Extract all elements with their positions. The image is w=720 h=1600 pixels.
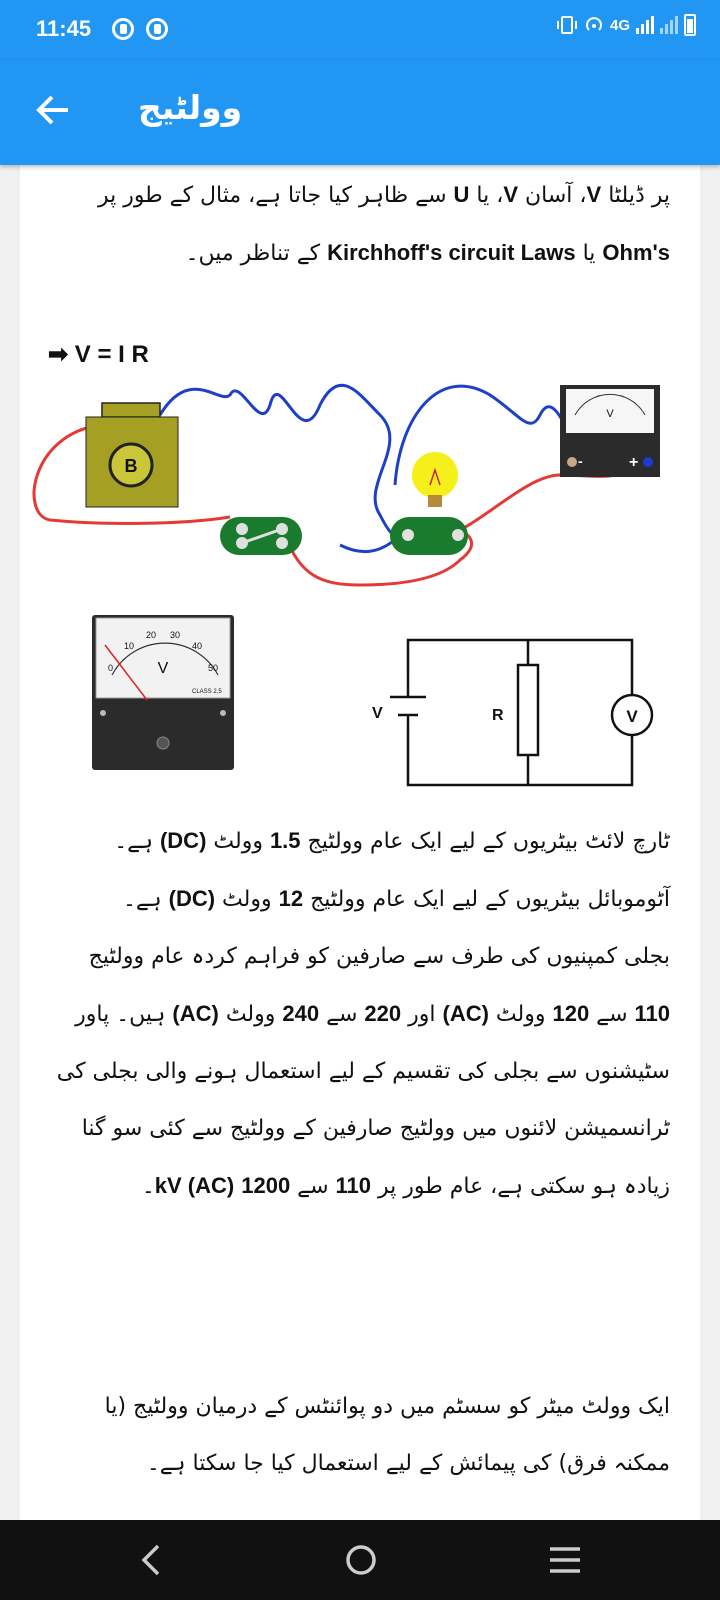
value: 1200 bbox=[241, 1173, 291, 1198]
app-bar: وولٹیج bbox=[0, 60, 720, 165]
text-span: سے bbox=[589, 1002, 635, 1027]
text-span: ہے۔ bbox=[122, 887, 169, 912]
text-span: وولٹ bbox=[215, 887, 279, 912]
text-span: بجلی کمپنیوں کی طرف سے صارفین کو فراہم ک… bbox=[88, 944, 670, 969]
text-span: یا bbox=[575, 241, 603, 266]
nav-back-icon bbox=[141, 1544, 160, 1576]
vibrate-icon bbox=[556, 16, 577, 34]
navigation-bar bbox=[0, 1520, 720, 1600]
kirchhoff-label: Kirchhoff's circuit Laws bbox=[327, 240, 576, 265]
page-title: وولٹیج bbox=[138, 88, 243, 127]
text-span: ، آسان bbox=[518, 183, 587, 208]
value: (DC) bbox=[168, 886, 216, 911]
text-span: وولٹ bbox=[488, 1002, 553, 1027]
text-span: ہیں۔ پاور سٹیشنوں سے بجلی کی تقسیم کے لی… bbox=[56, 1002, 670, 1199]
schematic-r-label: R bbox=[492, 707, 504, 724]
meter-class: CLASS 2.5 bbox=[192, 689, 222, 695]
value: 12 bbox=[278, 886, 304, 911]
circuit-illustration: B V - + bbox=[32, 383, 660, 787]
meter-tick-10: 10 bbox=[124, 641, 134, 651]
value: 1.5 bbox=[269, 828, 301, 853]
notification-app-icon bbox=[146, 18, 168, 40]
circuit-schematic bbox=[390, 638, 654, 787]
text-span: سے ظاہر کیا جاتا ہے، مثال کے طور پر bbox=[97, 183, 454, 208]
red-wire bbox=[283, 528, 473, 587]
meter-tick-20: 20 bbox=[146, 630, 156, 640]
value: (AC) bbox=[172, 1001, 219, 1026]
value: (DC) bbox=[159, 828, 207, 853]
meter-tick-0: 0 bbox=[108, 663, 113, 673]
small-voltmeter: V - + bbox=[560, 385, 660, 477]
meter-unit: V bbox=[158, 660, 169, 677]
text-span: ٹارچ لائٹ بیٹریوں کے لیے ایک عام وولٹیج bbox=[300, 829, 670, 854]
value: (AC) bbox=[442, 1001, 489, 1026]
back-button[interactable] bbox=[32, 88, 76, 132]
content-card: پر ڈیلٹا V، آسان V، یا U سے ظاہر کیا جات… bbox=[20, 160, 700, 1520]
voltmeter-paragraph: ایک وولٹ میٹر کو سسٹم میں دو پوائنٹس کے … bbox=[104, 1394, 670, 1476]
intro-paragraph: پر ڈیلٹا V، آسان V، یا U سے ظاہر کیا جات… bbox=[20, 166, 700, 282]
network-type: 4G bbox=[609, 16, 630, 34]
value: 120 bbox=[552, 1001, 590, 1026]
red-wire bbox=[32, 423, 231, 525]
voltage-examples-paragraph: ٹارچ لائٹ بیٹریوں کے لیے ایک عام وولٹیج … bbox=[20, 812, 700, 1215]
text-span: پر ڈیلٹا bbox=[601, 183, 670, 208]
nav-back-button[interactable] bbox=[126, 1538, 176, 1582]
text-span: وولٹ bbox=[206, 829, 270, 854]
minus-terminal-label: - bbox=[578, 453, 583, 469]
battery-label: B bbox=[125, 456, 138, 476]
signal-icon bbox=[636, 16, 654, 34]
plus-terminal-label: + bbox=[629, 454, 638, 471]
symbol-u: U bbox=[453, 182, 470, 207]
meter-tick-30: 30 bbox=[170, 630, 180, 640]
large-voltmeter: 0 10 20 30 40 50 V CLASS 2.5 bbox=[92, 615, 234, 770]
status-bar: 11:45 4G bbox=[0, 0, 720, 60]
battery-icon bbox=[684, 14, 696, 36]
value: 220 bbox=[364, 1001, 402, 1026]
blue-wire bbox=[158, 383, 407, 541]
schematic-meter-label: V bbox=[626, 707, 638, 726]
text-span: کے تناظر میں۔ bbox=[185, 241, 328, 266]
status-indicators: 4G bbox=[556, 14, 696, 36]
schematic-v-label: V bbox=[372, 705, 383, 722]
blue-wire bbox=[393, 384, 572, 486]
text-span: اور bbox=[401, 1002, 443, 1027]
symbol-v: V bbox=[586, 182, 602, 207]
text-span: ۔ bbox=[141, 1174, 155, 1199]
symbol-v: V bbox=[503, 182, 519, 207]
value: 240 bbox=[282, 1001, 320, 1026]
light-bulb bbox=[390, 452, 468, 555]
ohms-law-formula: ➡ V = I R bbox=[48, 341, 149, 368]
value: 110 bbox=[634, 1001, 671, 1026]
hotspot-icon bbox=[586, 17, 602, 31]
meter-tick-50: 50 bbox=[208, 663, 218, 673]
nav-menu-icon bbox=[550, 1547, 580, 1573]
value: 110 bbox=[335, 1173, 372, 1198]
signal-icon bbox=[660, 16, 678, 34]
nav-home-button[interactable] bbox=[336, 1538, 386, 1582]
text-span: ، یا bbox=[469, 183, 504, 208]
text-span: وولٹ bbox=[218, 1002, 283, 1027]
text-span: سے bbox=[319, 1002, 365, 1027]
status-time: 11:45 bbox=[36, 16, 92, 41]
text-span: سے bbox=[290, 1174, 336, 1199]
nav-home-icon bbox=[346, 1545, 376, 1575]
text-span: ہے۔ آٹوموبائل بیٹریوں کے لیے ایک عام وول… bbox=[114, 829, 670, 912]
ohms-label: Ohm's bbox=[602, 240, 670, 265]
switch bbox=[220, 517, 302, 555]
value: kV (AC) bbox=[154, 1173, 235, 1198]
arrow-left-icon bbox=[36, 95, 68, 125]
notification-app-icon bbox=[112, 18, 134, 40]
nav-menu-button[interactable] bbox=[540, 1538, 590, 1582]
meter-tick-40: 40 bbox=[192, 641, 202, 651]
battery-box: B bbox=[85, 402, 179, 508]
small-meter-unit: V bbox=[606, 408, 614, 420]
